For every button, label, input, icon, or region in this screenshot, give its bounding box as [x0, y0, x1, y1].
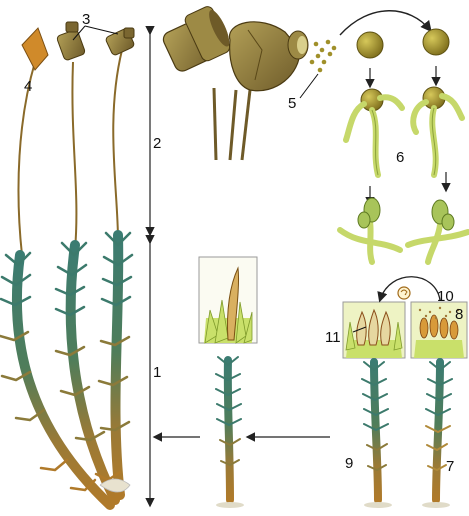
young-plant — [216, 357, 244, 508]
sperm-cell — [398, 287, 410, 299]
label-9: 9 — [345, 455, 353, 472]
label-8: 8 — [455, 306, 463, 323]
label-4: 4 — [24, 78, 32, 95]
released-spores — [310, 40, 337, 73]
spore-germination — [340, 11, 468, 262]
label-2: 2 — [153, 135, 161, 152]
spore — [423, 29, 449, 55]
archegonia-inset — [343, 302, 405, 358]
label-10: 10 — [437, 288, 454, 305]
calyptra-capsule — [22, 28, 48, 70]
male-plant — [422, 362, 452, 508]
label-11: 11 — [325, 329, 341, 346]
leafy-gametophyte — [0, 233, 132, 505]
capsule-closeup — [158, 3, 308, 160]
label-6: 6 — [396, 149, 404, 166]
mature-moss-plants — [0, 22, 135, 505]
label-7: 7 — [446, 458, 454, 475]
label-5: 5 — [288, 95, 296, 112]
young-sporophyte-inset — [199, 257, 257, 343]
label-1: 1 — [153, 364, 161, 381]
spore — [357, 32, 383, 58]
female-plant — [362, 362, 392, 508]
label-3: 3 — [82, 11, 90, 28]
